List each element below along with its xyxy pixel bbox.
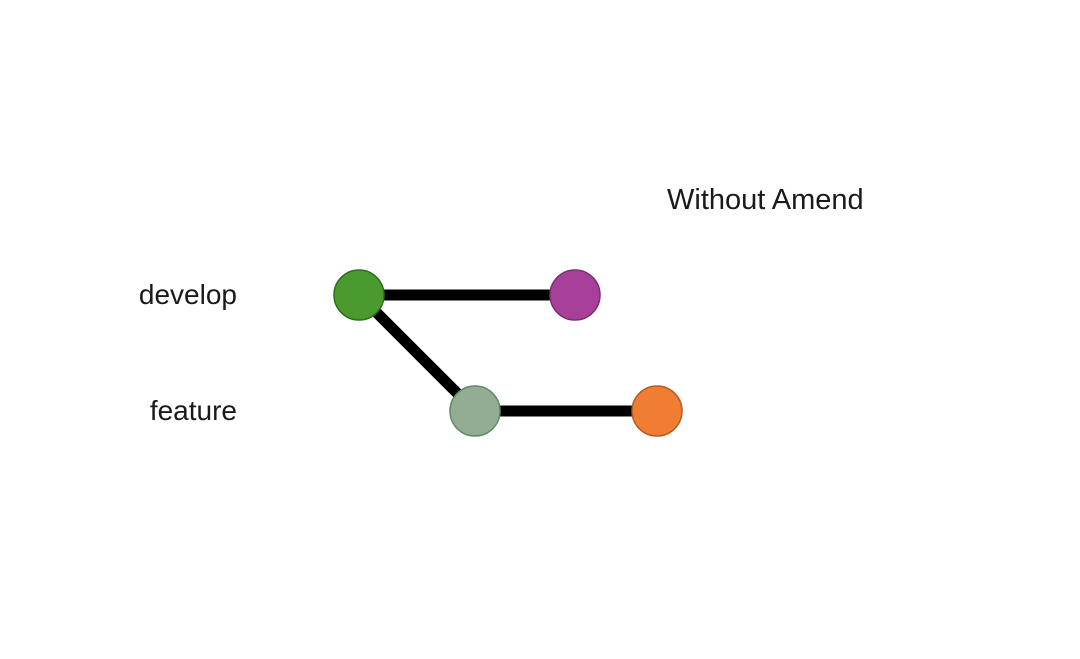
branch-label-develop: develop: [138, 279, 237, 310]
commit-node-feature-c3: [449, 385, 501, 437]
commit-edges: [355, 289, 657, 417]
diagram-title: Without Amend: [667, 184, 864, 216]
edge-c1-c3: [355, 291, 479, 415]
commit-node-feature-c4: [631, 385, 683, 437]
commit-nodes: [333, 269, 683, 437]
commit-node-develop-c2: [549, 269, 601, 321]
branch-label-feature: feature: [149, 395, 237, 426]
commit-node-develop-c1: [333, 269, 385, 321]
